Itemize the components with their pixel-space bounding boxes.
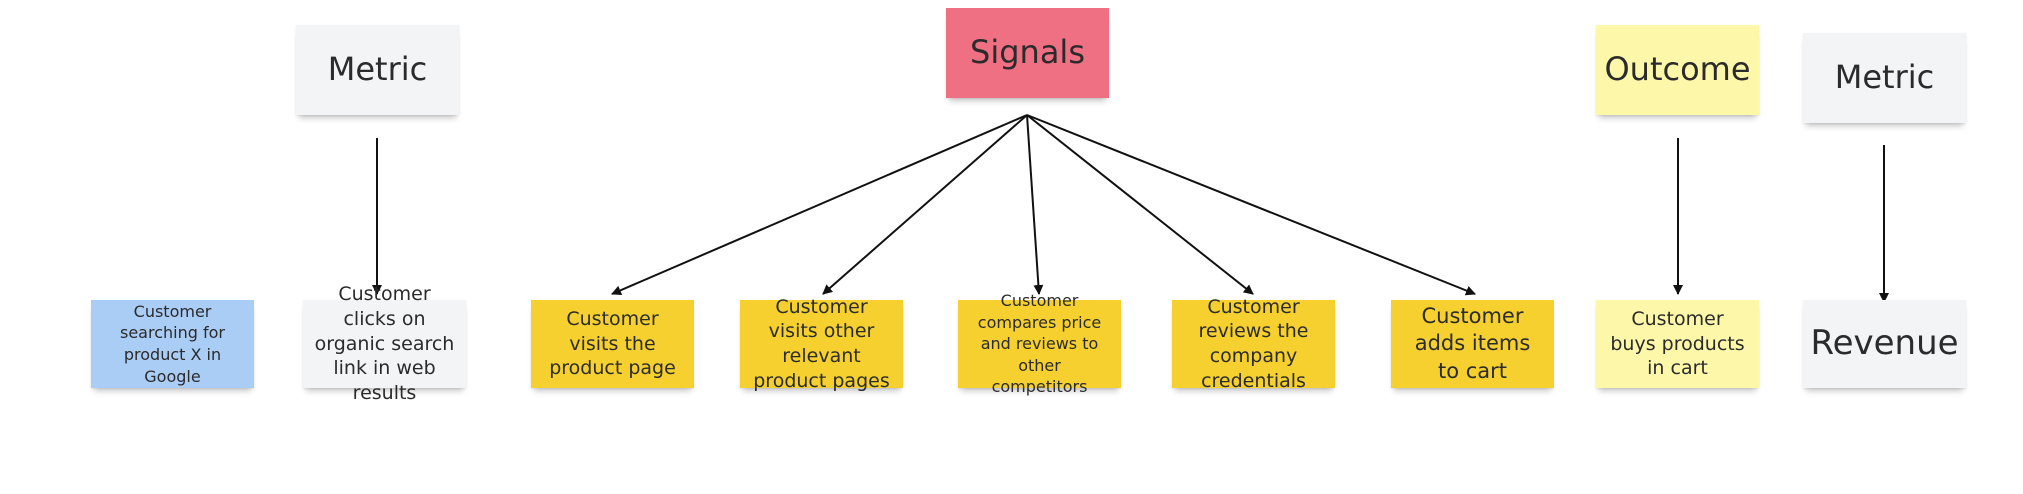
buys-note[interactable]: Customer buys products in cart — [1596, 300, 1759, 388]
signals-note[interactable]: Signals — [946, 8, 1109, 98]
arrow-signals-to-compares — [1026, 114, 1044, 295]
outcome-label: Outcome — [1604, 50, 1751, 89]
arrow-signals-to-adds-cart — [1026, 114, 1476, 296]
metric-right-label: Metric — [1834, 58, 1935, 97]
search-note[interactable]: Customer searching for product X in Goog… — [91, 300, 254, 388]
arrow-signals-to-other-pages — [822, 114, 1028, 295]
revenue-note[interactable]: Revenue — [1803, 300, 1966, 388]
search-text: Customer searching for product X in Goog… — [120, 301, 225, 386]
other-pages-note[interactable]: Customer visits other relevant product p… — [740, 296, 903, 392]
revenue-text: Revenue — [1810, 323, 1959, 364]
metric-right-note[interactable]: Metric — [1803, 33, 1966, 123]
adds-cart-note[interactable]: Customer adds items to cart — [1391, 300, 1554, 388]
outcome-note[interactable]: Outcome — [1596, 25, 1759, 115]
compares-note[interactable]: Customer compares price and reviews to o… — [958, 291, 1121, 396]
visits-note[interactable]: Customer visits the product page — [531, 300, 694, 388]
reviews-note[interactable]: Customer reviews the company credentials — [1172, 296, 1335, 392]
metric-left-label: Metric — [327, 50, 428, 89]
adds-cart-text: Customer adds items to cart — [1414, 304, 1531, 383]
visits-text: Customer visits the product page — [549, 307, 676, 380]
signals-label: Signals — [970, 33, 1085, 72]
metric-left-note[interactable]: Metric — [296, 25, 459, 115]
arrow-signals-to-visits — [611, 114, 1028, 296]
other-pages-text: Customer visits other relevant product p… — [753, 295, 890, 392]
clicks-note[interactable]: Customer clicks on organic search link i… — [303, 283, 466, 404]
reviews-text: Customer reviews the company credentials — [1198, 295, 1309, 392]
clicks-text: Customer clicks on organic search link i… — [314, 283, 455, 405]
compares-text: Customer compares price and reviews to o… — [977, 291, 1102, 397]
arrow-signals-to-reviews — [1026, 114, 1254, 295]
buys-text: Customer buys products in cart — [1610, 307, 1745, 380]
